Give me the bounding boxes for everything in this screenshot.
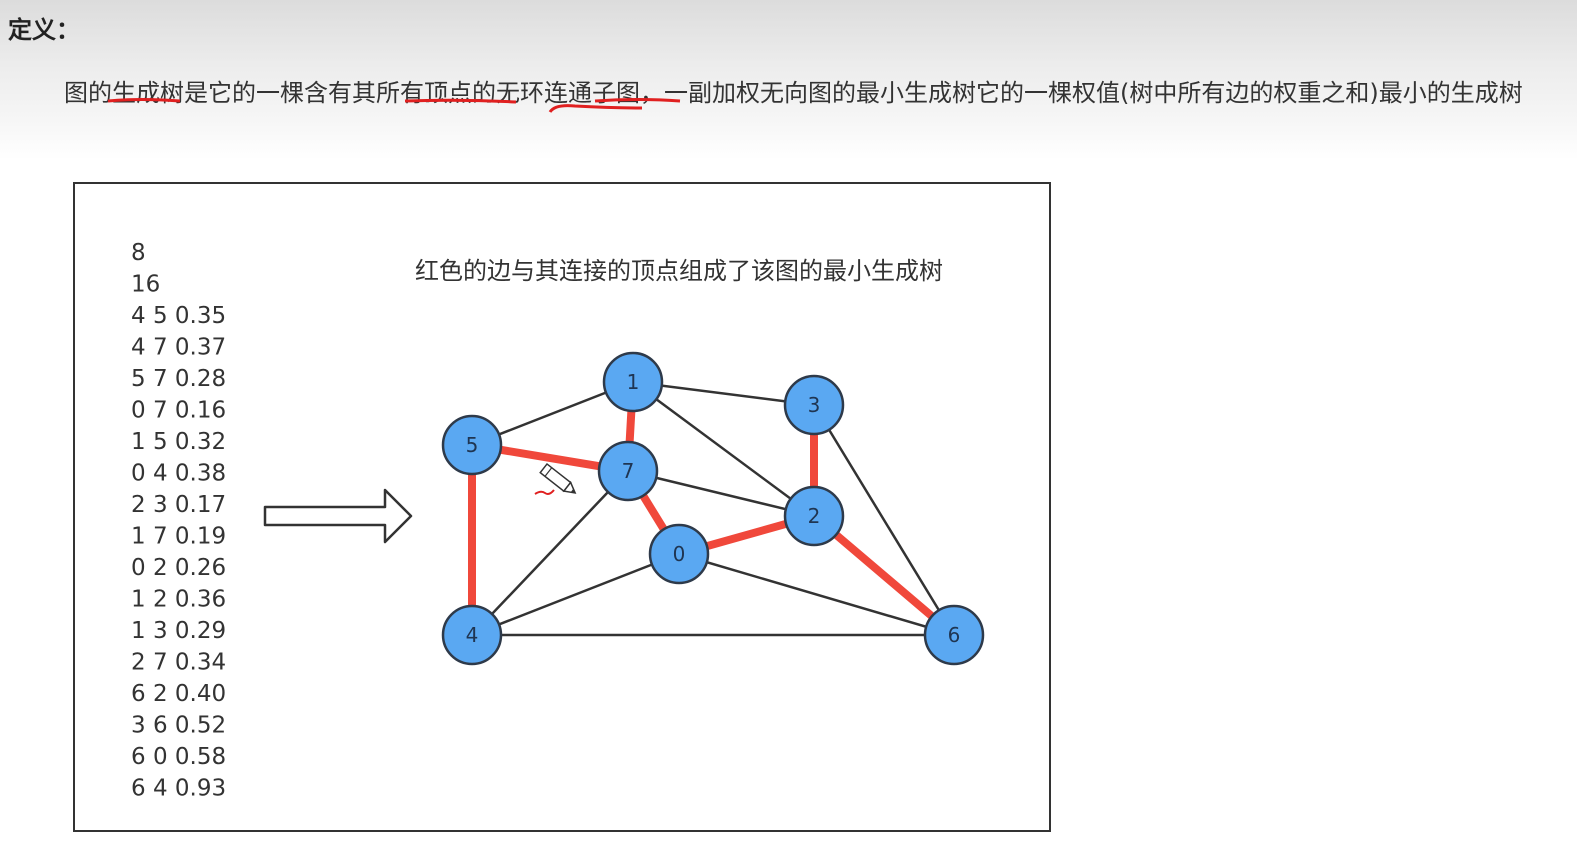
vertex-circle <box>923 604 985 666</box>
pencil-cursor-icon <box>539 462 577 494</box>
vertex-2: 2 <box>783 485 845 547</box>
vertex-5: 5 <box>441 414 503 476</box>
input-line: 6 2 0.40 <box>131 681 226 707</box>
edge-2-7 <box>626 469 816 518</box>
vertex-circle <box>441 604 503 666</box>
input-line: 1 2 0.36 <box>131 587 226 613</box>
edge-input-list: 8 16 4 5 0.35 4 7 0.37 5 7 0.28 0 7 0.16 1 5 0… <box>131 240 226 802</box>
input-line: 0 7 0.16 <box>131 398 226 424</box>
vertex-circle <box>602 351 664 413</box>
input-line: 4 7 0.37 <box>131 335 226 361</box>
vertex-3: 3 <box>783 374 845 436</box>
mst-edge-6-2 <box>810 512 958 639</box>
vertex-circle <box>648 523 710 585</box>
graph-edges <box>468 378 958 639</box>
edge-6-0 <box>677 552 956 637</box>
input-line: 0 2 0.26 <box>131 555 226 581</box>
vertex-label: 6 <box>948 623 961 647</box>
pencil-scribble <box>534 489 555 495</box>
input-line: 5 7 0.28 <box>131 366 226 392</box>
input-line: 6 4 0.93 <box>131 776 226 802</box>
input-line: 1 5 0.32 <box>131 429 226 455</box>
figure-caption: 红色的边与其连接的顶点组成了该图的最小生成树 <box>415 257 943 285</box>
vertex-label: 1 <box>627 370 640 394</box>
input-line: 1 7 0.19 <box>131 524 226 550</box>
input-line: 2 7 0.34 <box>131 650 226 676</box>
vertex-6: 6 <box>923 604 985 666</box>
vertex-7: 7 <box>597 440 659 502</box>
vertex-label: 5 <box>466 433 479 457</box>
header-band <box>0 0 1577 160</box>
input-line: 0 4 0.38 <box>131 461 226 487</box>
vertex-label: 2 <box>808 504 821 528</box>
edge-0-4 <box>470 552 681 637</box>
input-line: 3 6 0.52 <box>131 713 226 739</box>
edge-1-3 <box>631 380 816 407</box>
input-line: 16 <box>131 272 160 298</box>
vertex-0: 0 <box>648 523 710 585</box>
edge-1-2 <box>631 380 816 518</box>
vertex-label: 7 <box>622 459 635 483</box>
input-line: 8 <box>131 240 146 266</box>
vertex-1: 1 <box>602 351 664 413</box>
vertex-label: 3 <box>808 393 821 417</box>
definition-paragraph: 图的生成树是它的一棵含有其所有顶点的无环连通子图，一副加权无向图的最小生成树它的… <box>64 79 1523 107</box>
input-line: 4 5 0.35 <box>131 303 226 329</box>
vertex-4: 4 <box>441 604 503 666</box>
input-line: 6 0 0.58 <box>131 744 226 770</box>
input-line: 2 3 0.17 <box>131 492 226 518</box>
vertex-label: 4 <box>466 623 479 647</box>
vertex-circle <box>597 440 659 502</box>
vertex-circle <box>441 414 503 476</box>
edge-4-7 <box>470 469 630 637</box>
edge-3-6 <box>812 403 956 637</box>
vertex-label: 0 <box>673 542 686 566</box>
vertex-circle <box>783 374 845 436</box>
vertex-circle <box>783 485 845 547</box>
section-heading: 定义： <box>8 16 80 44</box>
arrow-icon <box>263 488 413 544</box>
input-line: 1 3 0.29 <box>131 618 226 644</box>
graph-nodes: 0 1 2 3 4 5 6 7 <box>441 351 985 666</box>
